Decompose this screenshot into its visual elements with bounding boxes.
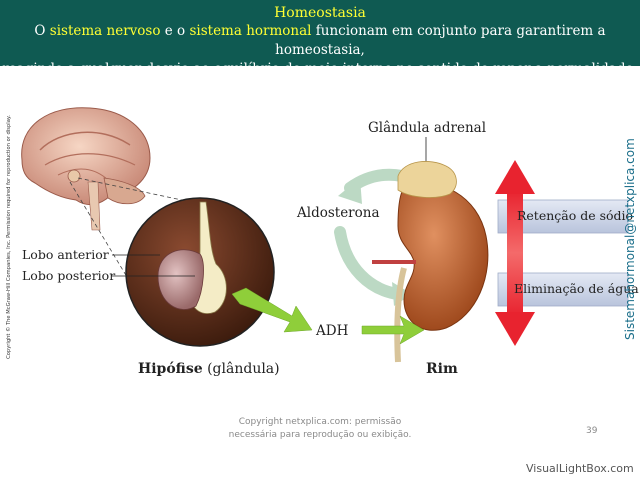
slide-header: Homeostasia O sistema nervoso e o sistem… bbox=[0, 0, 640, 77]
page-number: 39 bbox=[586, 426, 598, 436]
arrow-hipofise-adh bbox=[231, 287, 313, 333]
label-retencao: Retenção de sódio bbox=[517, 208, 634, 223]
brain-illustration bbox=[21, 107, 151, 231]
slide-text: O sistema nervoso e o sistema hormonal f… bbox=[2, 23, 638, 77]
label-adh: ADH bbox=[316, 323, 349, 339]
label-hipofise: Hipófise (glândula) bbox=[138, 361, 280, 377]
side-watermark: Sistemahormonal@netxplica.com bbox=[623, 138, 637, 340]
arrow-aldosterona-out-head bbox=[338, 178, 362, 204]
slide-title: Homeostasia bbox=[274, 5, 366, 21]
label-rim: Rim bbox=[426, 361, 458, 377]
label-glandula-adrenal: Glândula adrenal bbox=[368, 120, 487, 136]
footer-copyright: Copyright netxplica.com: permissão neces… bbox=[228, 417, 412, 440]
label-eliminacao: Eliminação de água bbox=[514, 281, 639, 296]
term-sistema-hormonal: sistema hormonal bbox=[189, 23, 312, 39]
side-copyright: Copyright © The McGraw-Hill Companies, I… bbox=[6, 115, 12, 359]
term-sistema-nervoso: sistema nervoso bbox=[49, 23, 161, 39]
kidney-illustration bbox=[372, 161, 489, 363]
red-double-arrow bbox=[495, 160, 535, 346]
label-lobo-anterior: Lobo anterior bbox=[22, 247, 109, 262]
brand-visuallightbox[interactable]: VisualLightBox.com bbox=[526, 462, 634, 475]
arrow-adh-rim bbox=[361, 315, 425, 345]
label-lobo-posterior: Lobo posterior bbox=[22, 268, 116, 283]
pituitary-magnified bbox=[125, 197, 275, 347]
arrow-aldosterona-in bbox=[334, 226, 404, 300]
label-aldosterona: Aldosterona bbox=[297, 205, 380, 221]
